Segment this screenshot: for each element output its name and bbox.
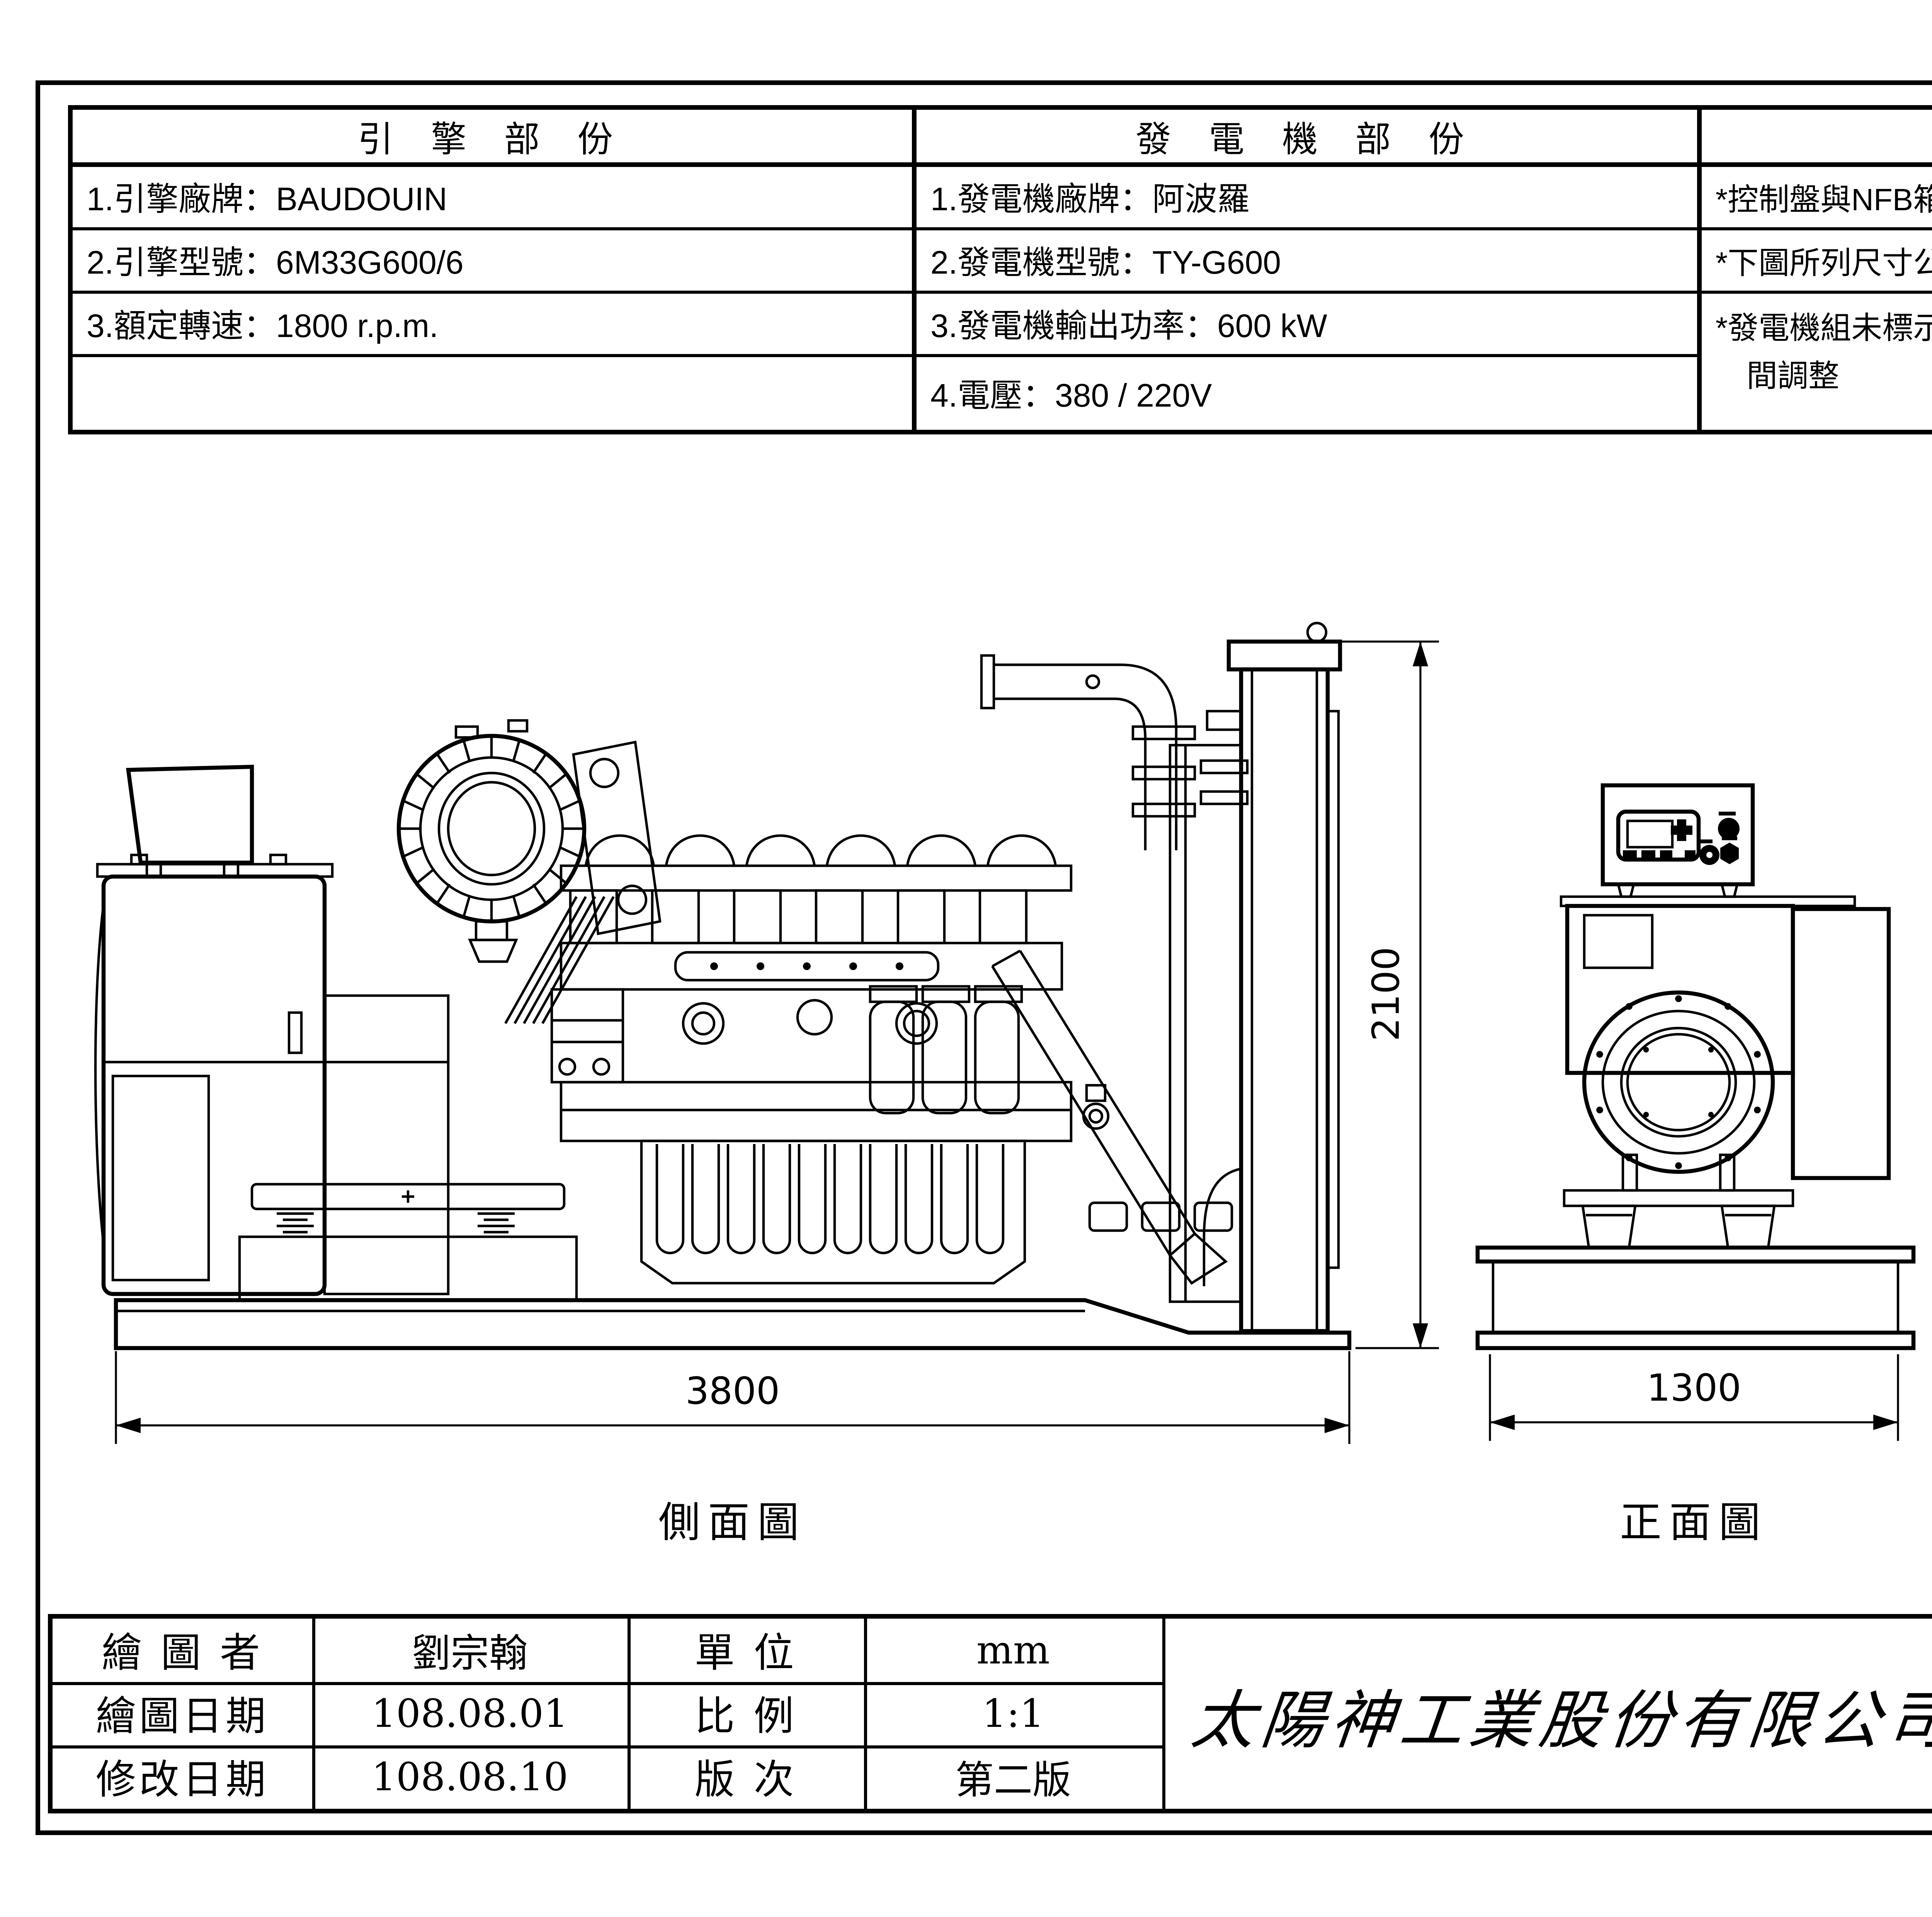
note-row-3: *發電機組未標示尺寸部分，依實際尺寸為準，配合現場設置空 間調整 <box>1716 312 1932 394</box>
diagonal-duct <box>991 950 1228 1285</box>
side-height-dimension: 2100 <box>1364 947 1408 1041</box>
engine-header: 引 擎 部 份 <box>73 110 912 167</box>
control-panel <box>1600 783 1755 898</box>
divider <box>53 1745 1162 1748</box>
flywheel-ring <box>396 719 587 963</box>
skid-base <box>114 1298 1352 1350</box>
unit-value: mm <box>976 1628 1050 1673</box>
front-mounts-skid <box>1475 1204 1916 1350</box>
divider <box>864 1619 867 1809</box>
revise-date-value: 108.08.10 <box>371 1755 568 1800</box>
column-divider <box>912 110 917 430</box>
front-view-drawing: 1300 正面圖 <box>1475 783 1916 1546</box>
scale-value: 1:1 <box>982 1691 1044 1736</box>
engine-speed-row: 3.額定轉速：1800 r.p.m. <box>73 294 912 357</box>
engine-column: 引 擎 部 份 1.引擎廠牌：BAUDOUIN 2.引擎型號：6M33G600/… <box>73 110 912 430</box>
column-divider <box>1697 110 1702 430</box>
radiator-side <box>1088 621 1342 1333</box>
engine-mount <box>238 1183 578 1302</box>
exhaust-pipe <box>980 654 1196 850</box>
side-view-drawing: 3800 2100 側面圖 <box>94 621 1439 1546</box>
sheet-border <box>36 80 1932 1835</box>
notes-column: 備 註 *控制盤與NFB箱體型式和顏色及位置可配合現場需求裝置 *下圖所列尺寸公… <box>1702 110 1932 430</box>
side-width-dimension: 3800 <box>685 1369 780 1413</box>
generator-model-row: 2.發電機型號：TY-G600 <box>917 230 1697 294</box>
divider <box>628 1619 631 1809</box>
dimension-1300: 1300 <box>1489 1354 1899 1441</box>
side-view-label: 側面圖 <box>658 1499 807 1546</box>
version-value: 第二版 <box>955 1757 1071 1802</box>
spec-table: 引 擎 部 份 1.引擎廠牌：BAUDOUIN 2.引擎型號：6M33G600/… <box>68 105 1932 434</box>
front-width-dimension: 1300 <box>1647 1366 1741 1410</box>
draw-date-value: 108.08.01 <box>371 1691 568 1736</box>
generator-power-row: 3.發電機輸出功率：600 kW <box>917 294 1697 357</box>
engine-block <box>504 834 1073 1142</box>
notes-header: 備 註 <box>1702 110 1932 167</box>
drafter-label: 繪 圖 者 <box>101 1631 264 1677</box>
generator-column: 發 電 機 部 份 1.發電機廠牌：阿波羅 2.發電機型號：TY-G600 3.… <box>917 110 1697 430</box>
engine-model-row: 2.引擎型號：6M33G600/6 <box>73 230 912 294</box>
scale-label: 比 例 <box>694 1694 797 1741</box>
alternator <box>94 853 450 1296</box>
divider <box>1162 1619 1165 1809</box>
drafter-value: 劉宗翰 <box>412 1630 528 1675</box>
note-row-2: *下圖所列尺寸公差為 ±150 mm <box>1702 230 1932 294</box>
generator-front <box>1560 895 1891 1207</box>
company-name: 太陽神工業股份有限公司 <box>1188 1683 1932 1757</box>
oil-pan <box>640 1139 1026 1285</box>
mount-bracket <box>572 741 662 935</box>
version-label: 版 次 <box>694 1758 797 1804</box>
dimension-2100: 2100 <box>1342 640 1439 1349</box>
revise-date-label: 修改日期 <box>95 1758 269 1804</box>
divider <box>53 1682 1162 1685</box>
unit-label: 單 位 <box>694 1631 797 1677</box>
divider <box>312 1619 315 1809</box>
front-view-label: 正面圖 <box>1620 1499 1768 1546</box>
title-block: 繪 圖 者 劉宗翰 繪圖日期 108.08.01 修改日期 108.08.10 … <box>48 1614 1932 1813</box>
air-cleaner <box>126 764 254 878</box>
note-row-1: *控制盤與NFB箱體型式和顏色及位置可配合現場需求裝置 <box>1702 167 1932 230</box>
draw-date-label: 繪圖日期 <box>95 1694 269 1741</box>
generator-header: 發 電 機 部 份 <box>917 110 1697 167</box>
engine-brand-row: 1.引擎廠牌：BAUDOUIN <box>73 167 912 230</box>
dimension-3800: 3800 <box>115 1351 1350 1444</box>
generator-brand-row: 1.發電機廠牌：阿波羅 <box>917 167 1697 230</box>
generator-voltage-row: 4.電壓：380 / 220V <box>930 378 1212 414</box>
engine-empty-row <box>73 357 912 430</box>
